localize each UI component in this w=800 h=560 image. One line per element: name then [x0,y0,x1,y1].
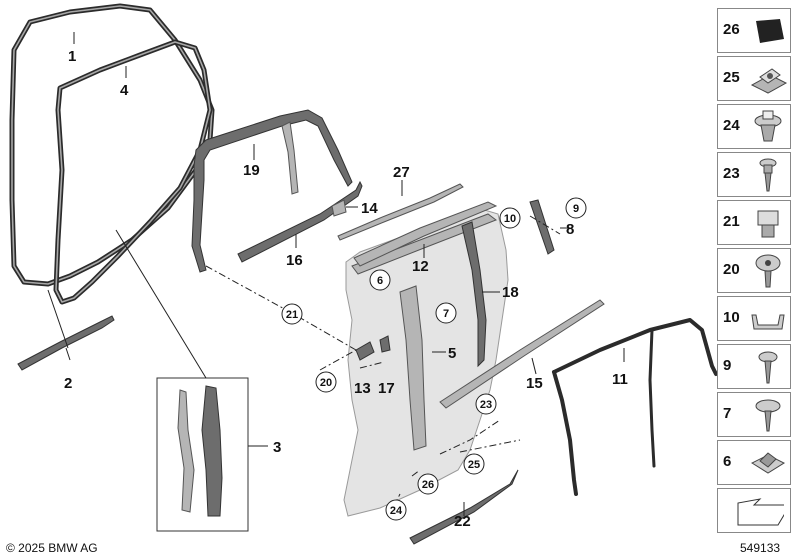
washer-screw-icon [755,399,781,432]
svg-text:25: 25 [468,459,480,471]
legend-label: 7 [723,405,732,422]
legend-label: 20 [723,261,740,278]
legend-item-20: 20 [717,248,791,293]
callout-4: 4 [120,82,129,99]
clip-14 [331,199,347,217]
legend-item-9: 9 [717,344,791,389]
svg-text:24: 24 [390,505,403,517]
adhesive-pad-icon [756,19,784,43]
legend-item-23: 23 [717,152,791,197]
door-seal-inner [53,39,213,305]
spring-nut-clip-icon [750,68,788,94]
expanding-rivet-icon [754,110,782,142]
legend-label: 21 [723,213,740,230]
svg-text:21: 21 [286,309,298,321]
bracket-13 [355,341,375,361]
circled-callout-23: 23 [475,393,497,415]
svg-text:6: 6 [377,275,383,287]
callout-1: 1 [68,48,76,65]
svg-text:23: 23 [480,399,492,411]
sill-strip-15 [439,299,605,409]
legend-item-26: 26 [717,8,791,53]
self-tapping-screw-icon [759,158,777,192]
door-seal-outer [9,3,215,287]
legend-label: 25 [723,69,740,86]
circled-callout-24: 24 [385,499,407,521]
inner-post-5 [399,285,427,451]
circled-callout-9: 9 [565,197,587,219]
callout-5: 5 [448,345,456,362]
arrow-symbol-icon [737,498,784,526]
diagram-number: 549133 [740,541,781,555]
window-frame-trim [191,109,353,273]
small-post-8 [529,199,555,255]
detail-box [156,377,249,532]
legend-item-7: 7 [717,392,791,437]
callout-17: 17 [378,380,395,397]
callout-22: 22 [454,513,471,530]
frame-post-18 [461,221,487,368]
circled-callout-21: 21 [281,303,303,325]
callout-2: 2 [64,375,72,392]
torx-screw-icon [755,254,781,288]
legend-item-24: 24 [717,104,791,149]
circled-callout-25: 25 [463,453,485,475]
svg-text:7: 7 [443,308,449,320]
callout-18: 18 [502,284,519,301]
svg-text:10: 10 [504,213,516,225]
legend-item-arrow [717,488,791,533]
callout-3: 3 [273,439,281,456]
callout-11: 11 [612,371,628,388]
bracket-17 [379,335,391,353]
callout-12: 12 [412,258,429,275]
legend-label: 9 [723,357,732,374]
legend-label: 24 [723,117,740,134]
square-nut-icon [757,210,779,238]
callout-27: 27 [393,164,410,181]
legend-item-6: 6 [717,440,791,485]
upper-trim-strip-27 [337,183,464,241]
legend-label: 23 [723,165,740,182]
callout-8: 8 [566,221,574,238]
circled-callout-7: 7 [435,302,457,324]
svg-text:26: 26 [422,479,434,491]
callout-19: 19 [243,162,260,179]
svg-text:9: 9 [573,203,579,215]
circled-callout-6: 6 [369,269,391,291]
lower-strip-22 [409,469,519,545]
copyright-text: © 2025 BMW AG [6,541,98,555]
screw-icon [758,351,778,384]
callout-14: 14 [361,200,378,217]
legend-label: 10 [723,309,740,326]
legend-item-25: 25 [717,56,791,101]
clip-nut-icon [750,452,786,474]
svg-text:20: 20 [320,377,332,389]
circled-callout-26: 26 [417,473,439,495]
circled-callout-10: 10 [499,207,521,229]
callout-13: 13 [354,380,371,397]
legend-item-21: 21 [717,200,791,245]
legend-label: 26 [723,21,740,38]
callout-16: 16 [286,252,303,269]
trim-strip-16 [237,180,363,263]
legend-label: 6 [723,453,732,470]
window-frame-11 [552,318,718,496]
upper-frame-strip-12 [353,201,498,267]
circled-callout-20: 20 [315,371,337,393]
holding-clip-icon [751,314,785,330]
callout-15: 15 [526,375,543,392]
legend-item-10: 10 [717,296,791,341]
